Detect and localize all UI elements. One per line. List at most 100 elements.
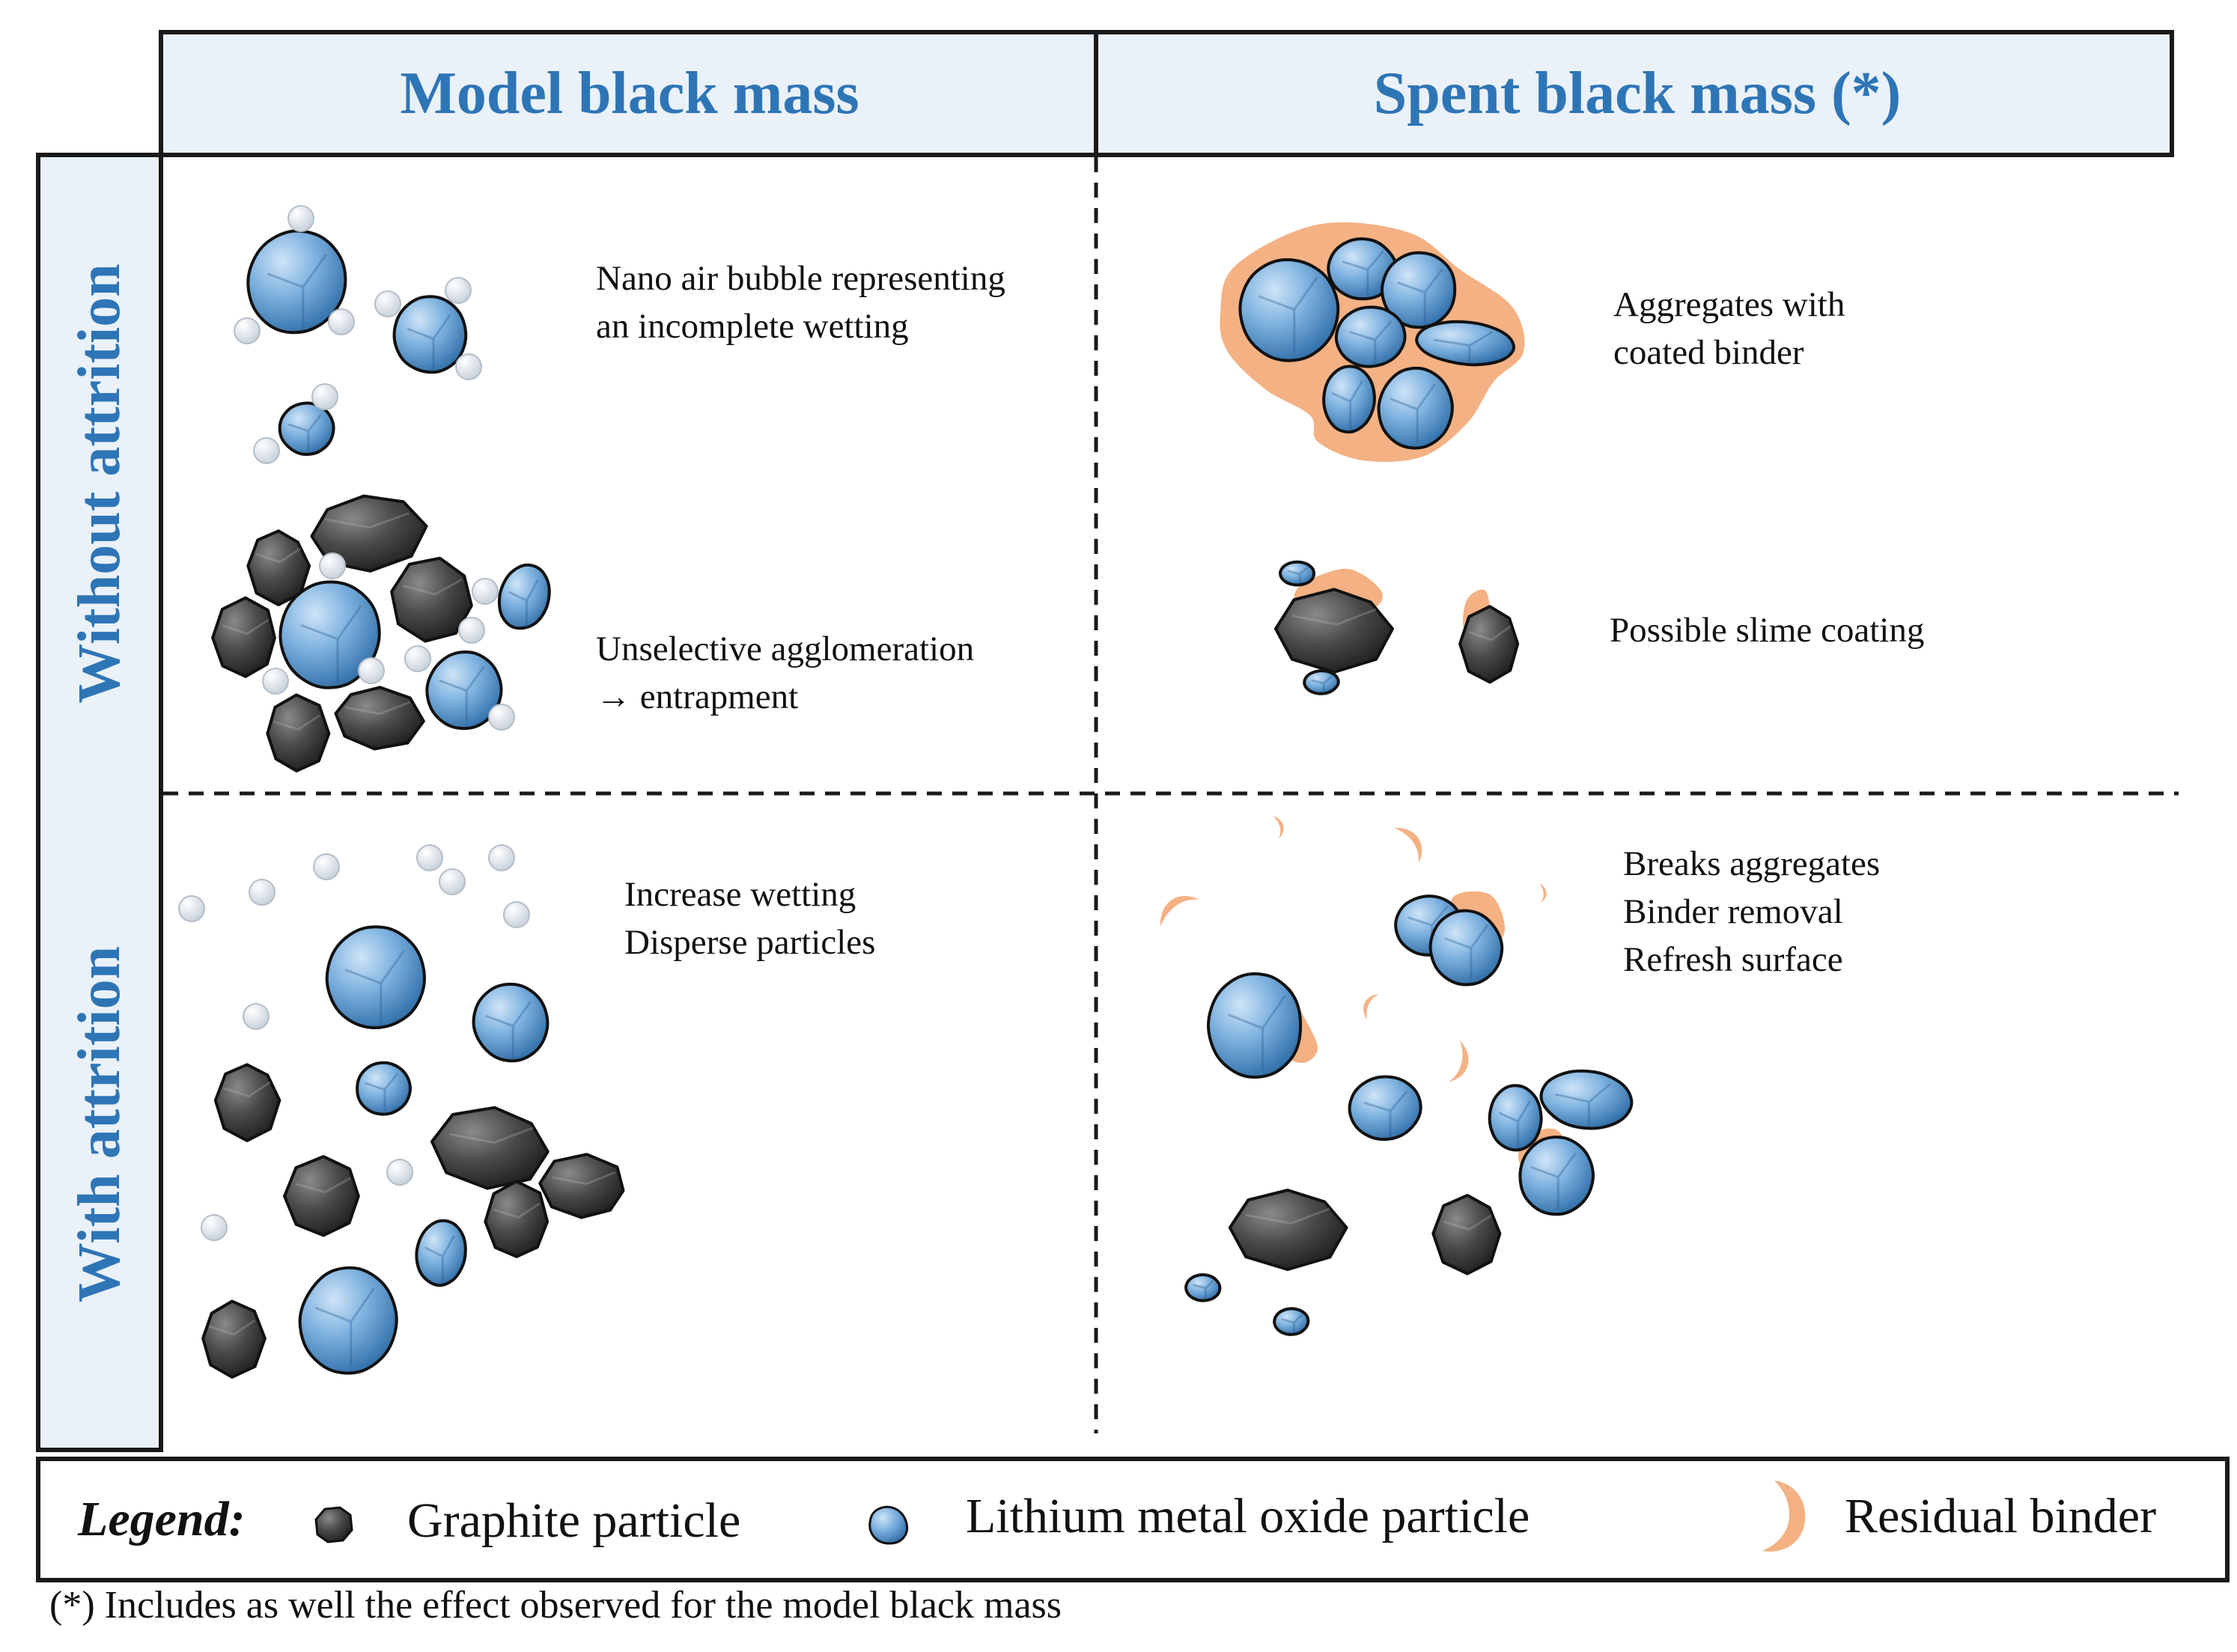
particle-facet [448, 1127, 534, 1144]
air-bubble [287, 205, 314, 232]
lithium-metal-oxide-particle [1377, 366, 1454, 450]
air-bubble [358, 657, 385, 684]
footnote: (*) Includes as well the effect observed… [49, 1584, 1062, 1627]
particle-facet [267, 254, 327, 331]
lithium-metal-oxide-particle [356, 1061, 413, 1116]
air-bubble [439, 868, 466, 895]
particle-facet [1498, 1100, 1532, 1150]
lithium-metal-oxide-particle [1184, 1273, 1222, 1302]
annotation-breaks: Breaks aggregates Binder removal Refresh… [1623, 840, 1880, 984]
particle-layer [178, 205, 1634, 1379]
particle-facet [1468, 625, 1512, 641]
lithium-metal-oxide-particle-icon [868, 1505, 908, 1545]
particle-facet [1281, 1314, 1303, 1334]
particle-facet [273, 714, 320, 731]
residual-binder-fragment [1394, 827, 1422, 864]
lithium-metal-oxide-particle [1322, 365, 1376, 434]
annotation-line: Possible slime coating [1610, 611, 1925, 650]
graphite-particle [283, 1155, 360, 1237]
lithium-metal-oxide-particle [497, 563, 551, 630]
graphite-particle [310, 494, 428, 573]
air-bubble [319, 552, 346, 579]
lithium-metal-oxide-particle [1518, 1136, 1595, 1216]
air-bubble [178, 895, 205, 922]
particle-facet [1245, 1207, 1330, 1225]
residual-binder-icon [1762, 1481, 1806, 1552]
lithium-metal-oxide-particle [246, 229, 347, 335]
particle-facet [1433, 331, 1494, 364]
lithium-metal-oxide-particle [1206, 972, 1303, 1079]
particle-facet [485, 1001, 532, 1058]
lithium-metal-oxide-particle [1415, 320, 1515, 367]
particle-facet [1555, 1082, 1612, 1126]
annotation-slime: Possible slime coating [1610, 606, 1924, 654]
particle-facet [1227, 995, 1286, 1072]
graphite-particle-icon [314, 1506, 353, 1543]
particle-facet [287, 414, 323, 453]
annotation-line: Disperse particles [624, 923, 876, 962]
legend-binder-label: Residual binder [1845, 1489, 2157, 1543]
graphite-particle [201, 1299, 267, 1379]
column-title-model: Model black mass [400, 60, 859, 127]
graphite-particle [334, 686, 425, 751]
lithium-metal-oxide-particle [415, 1219, 467, 1287]
lithium-metal-oxide-particle [1334, 305, 1407, 368]
annotation-line: Unselective agglomeration [596, 630, 975, 668]
graphite-particle [211, 596, 276, 678]
lithium-metal-oxide-particle [325, 925, 426, 1030]
air-bubble [455, 353, 482, 380]
residual-binder-fragment [1363, 994, 1379, 1019]
legend: Legend: Graphite particle Lithium metal … [36, 1457, 2230, 1582]
particle-facet [222, 618, 270, 635]
particle-facet [1291, 608, 1377, 626]
row-header-frame [36, 153, 163, 1452]
residual-binder-fragment [1273, 816, 1284, 839]
particle-facet [324, 512, 410, 529]
graphite-particle [246, 529, 311, 606]
particle-facet [493, 1202, 541, 1219]
air-bubble [386, 1159, 413, 1186]
air-bubble [249, 879, 276, 906]
particle-facet [256, 547, 302, 564]
particle-facet [1349, 320, 1393, 365]
lithium-metal-oxide-particle [1348, 1075, 1422, 1142]
particle-facet [1287, 566, 1309, 584]
particle-facet [403, 578, 463, 596]
particle-facet [1311, 675, 1333, 693]
graphite-particle [1228, 1189, 1348, 1271]
particle-facet [314, 1287, 375, 1366]
particle-facet [508, 579, 540, 629]
annotation-aggregates: Aggregates with coated binder [1613, 281, 1845, 377]
annotation-line: Increase wetting [624, 875, 856, 914]
lithium-metal-oxide-particle [392, 295, 468, 374]
particle-facet [1363, 1090, 1408, 1138]
legend-swatches [314, 1481, 1806, 1552]
lithium-metal-oxide-particle [279, 580, 381, 689]
lithium-metal-oxide-particle [472, 982, 550, 1063]
particle-facet [344, 950, 405, 1027]
particle-facet [1330, 380, 1364, 430]
air-bubble [404, 645, 431, 672]
annotation-line: Aggregates with [1613, 285, 1845, 324]
lithium-metal-oxide-particle [1380, 251, 1457, 329]
particle-facet [344, 701, 410, 716]
lithium-metal-oxide-particle [1303, 669, 1340, 695]
lithium-metal-oxide-particle [1273, 1307, 1310, 1336]
particle-facet [424, 1234, 456, 1284]
air-bubble [503, 901, 530, 928]
residual-binder-fragment [1448, 1040, 1469, 1082]
air-bubble [488, 844, 515, 871]
graphite-particle [1458, 605, 1520, 684]
air-bubble [374, 290, 401, 317]
row-title-without-attrition: Without attrition [66, 263, 133, 704]
particle-facet [1444, 924, 1489, 980]
annotation-line: → entrapment [596, 677, 799, 716]
air-bubble [311, 383, 338, 410]
annotation-line: Refresh surface [1623, 940, 1843, 979]
particle-facet [208, 1319, 256, 1336]
annotation-line: Breaks aggregates [1623, 844, 1881, 883]
particle-facet [1258, 276, 1318, 353]
air-bubble [313, 853, 340, 880]
lithium-metal-oxide-particle [1278, 560, 1316, 587]
graphite-particle [390, 556, 473, 643]
